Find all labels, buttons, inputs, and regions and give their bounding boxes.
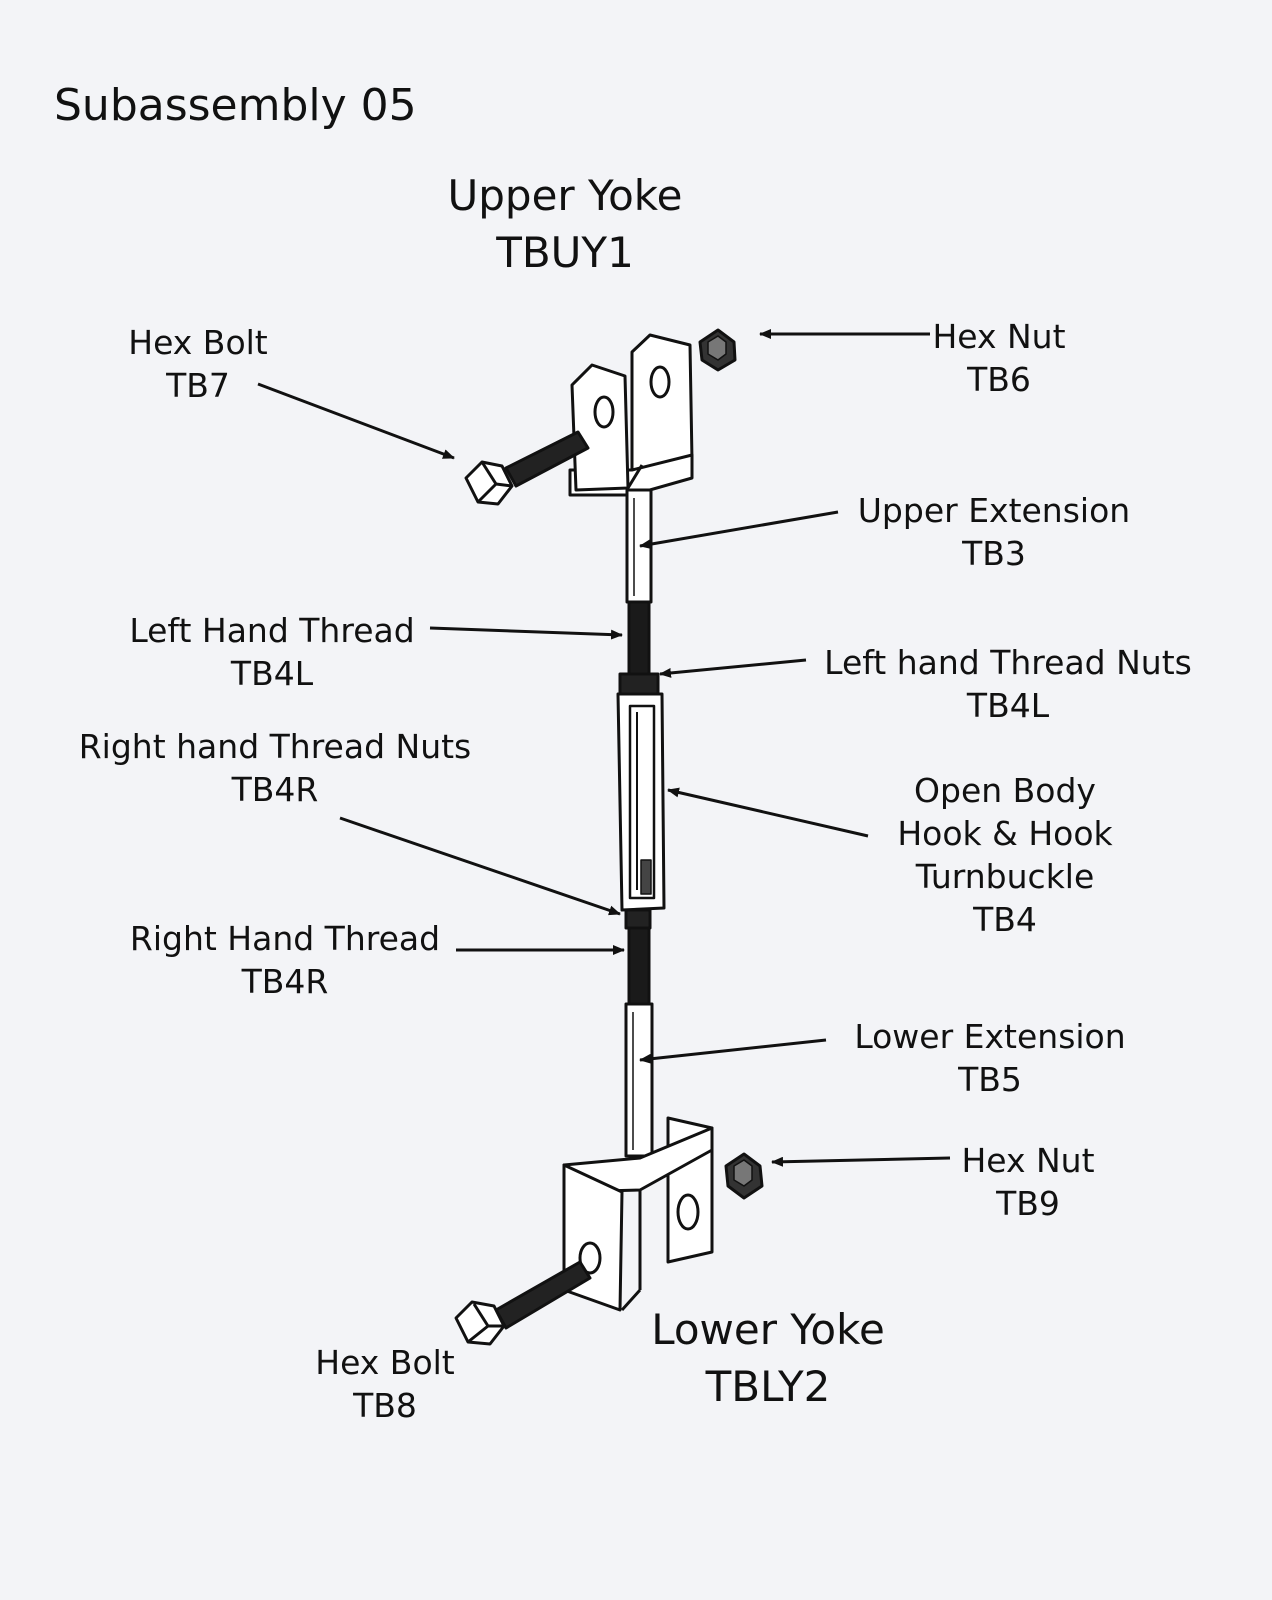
turnbuckle-arrow — [667, 787, 869, 838]
lower-extension-arrow — [639, 1038, 827, 1064]
upper-hex-nut-part — [698, 328, 737, 372]
hex-nut-top-name: Hex Nut — [932, 317, 1066, 356]
right-hand-thread-code: TB4R — [241, 961, 329, 1001]
upper-hex-bolt-part — [464, 430, 590, 506]
hex-nut-top-code: TB6 — [967, 359, 1031, 399]
lower-extension-code: TB5 — [958, 1059, 1022, 1099]
hex-bolt-top-arrow — [257, 382, 455, 460]
left-hand-thread-nut-part — [618, 672, 660, 696]
upper-yoke-code: TBUY1 — [496, 227, 634, 277]
lower-extension-part — [624, 1002, 654, 1158]
hex-nut-bottom-arrow — [771, 1156, 951, 1167]
turnbuckle-code: TB4 — [973, 899, 1037, 939]
hex-nut-top-label: Hex Nut TB6 — [924, 316, 1074, 402]
right-hand-thread-nuts-name: Right hand Thread Nuts — [78, 727, 472, 766]
hex-bolt-top-name: Hex Bolt — [128, 323, 268, 362]
lower-hex-bolt-part — [454, 1260, 592, 1346]
upper-extension-code: TB3 — [962, 533, 1026, 573]
lower-yoke-label: Lower Yoke TBLY2 — [628, 1302, 908, 1415]
upper-yoke-name: Upper Yoke — [447, 171, 683, 220]
left-hand-thread-arrow — [429, 626, 623, 640]
upper-yoke-label: Upper Yoke TBUY1 — [430, 168, 700, 281]
lower-hex-nut-part — [724, 1152, 764, 1200]
left-hand-thread-nuts-arrow — [659, 658, 807, 678]
hex-bolt-bottom-name: Hex Bolt — [315, 1343, 455, 1382]
right-hand-thread-label: Right Hand Thread TB4R — [120, 918, 450, 1004]
hex-nut-bottom-name: Hex Nut — [961, 1141, 1095, 1180]
left-hand-thread-part — [627, 600, 651, 676]
lower-yoke-code: TBLY2 — [705, 1361, 831, 1411]
turnbuckle-line1: Open Body — [914, 771, 1096, 810]
lower-extension-name: Lower Extension — [854, 1017, 1126, 1056]
upper-extension-arrow — [639, 510, 839, 550]
right-hand-thread-nuts-code: TB4R — [231, 769, 319, 809]
hex-nut-bottom-code: TB9 — [996, 1183, 1060, 1223]
turnbuckle-line2: Hook & Hook — [897, 813, 1113, 853]
lower-yoke-name: Lower Yoke — [651, 1305, 885, 1354]
upper-extension-label: Upper Extension TB3 — [846, 490, 1142, 576]
hex-bolt-bottom-code: TB8 — [353, 1385, 417, 1425]
hex-bolt-top-code: TB7 — [166, 365, 230, 405]
left-hand-thread-label: Left Hand Thread TB4L — [116, 610, 428, 696]
right-hand-thread-nuts-arrow — [339, 816, 621, 916]
right-hand-thread-part — [627, 926, 651, 1006]
turnbuckle-part — [616, 692, 666, 912]
upper-yoke-part — [568, 333, 694, 497]
left-hand-thread-nuts-code: TB4L — [966, 685, 1050, 725]
hex-bolt-top-label: Hex Bolt TB7 — [118, 322, 278, 408]
right-hand-thread-nuts-label: Right hand Thread Nuts TB4R — [70, 726, 480, 812]
hex-nut-bottom-label: Hex Nut TB9 — [948, 1140, 1108, 1226]
right-hand-thread-name: Right Hand Thread — [129, 919, 441, 958]
left-hand-thread-name: Left Hand Thread — [129, 611, 415, 650]
lower-extension-label: Lower Extension TB5 — [840, 1016, 1140, 1102]
left-hand-thread-nuts-name: Left hand Thread Nuts — [824, 643, 1192, 682]
hex-bolt-bottom-label: Hex Bolt TB8 — [300, 1342, 470, 1428]
turnbuckle-line3: Turnbuckle — [915, 856, 1095, 896]
turnbuckle-label: Open Body Hook & Hook Turnbuckle TB4 — [880, 770, 1130, 942]
left-hand-thread-code: TB4L — [230, 653, 314, 693]
upper-extension-name: Upper Extension — [857, 491, 1131, 530]
left-hand-thread-nuts-label: Left hand Thread Nuts TB4L — [812, 642, 1204, 728]
right-hand-thread-nut-part — [624, 908, 652, 930]
page-title: Subassembly 05 — [54, 80, 417, 131]
